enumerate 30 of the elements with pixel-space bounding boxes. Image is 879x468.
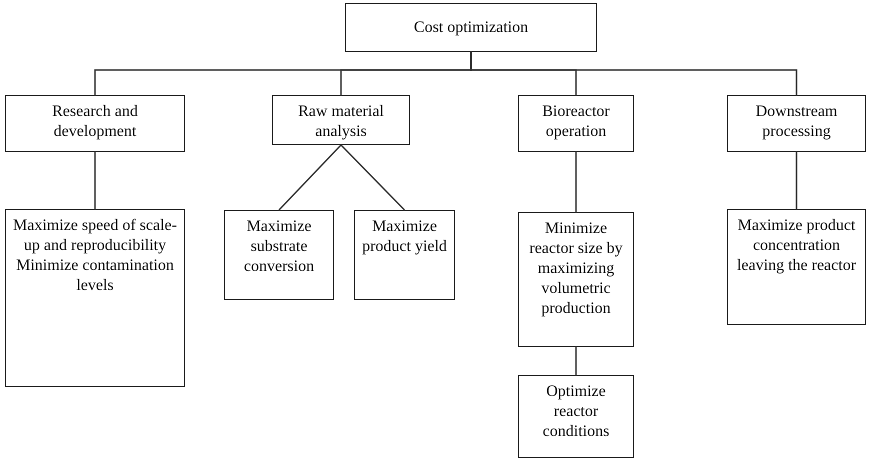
box-text: Maximize product concentration leaving the reactor [736, 216, 858, 276]
connector-line [575, 347, 577, 375]
text-box [518, 212, 634, 347]
box-text: Maximize substrate conversion [242, 217, 316, 277]
connector-line [278, 144, 342, 211]
box-text: Maximize product yield [361, 217, 448, 257]
text-box [272, 95, 410, 145]
text-box [518, 95, 634, 152]
box-text: Minimize contamination levels [15, 256, 175, 296]
text-box [5, 209, 185, 387]
text-box [727, 209, 866, 325]
box-text: Optimize reactor conditions [542, 382, 610, 442]
box-text: Raw material analysis [297, 102, 385, 142]
connector-line [94, 152, 96, 209]
text-box [5, 95, 185, 152]
connector-line [470, 52, 798, 95]
text-box [345, 3, 597, 52]
box-text: Cost optimization [414, 18, 528, 38]
text-box [727, 95, 866, 152]
box-text: Downstream processing [754, 102, 838, 142]
connector-line [340, 144, 406, 211]
box-text: Research and development [51, 102, 139, 142]
box-text: Bioreactor operation [541, 102, 611, 142]
text-box [518, 375, 634, 458]
text-box [354, 210, 455, 300]
text-box [224, 210, 334, 300]
box-text: Maximize speed of scale-up and reproducibility [12, 216, 178, 256]
box-text: Minimize reactor size by maximizing volumetric production [528, 219, 624, 319]
connector-line [575, 152, 577, 212]
connector-line [796, 152, 798, 209]
